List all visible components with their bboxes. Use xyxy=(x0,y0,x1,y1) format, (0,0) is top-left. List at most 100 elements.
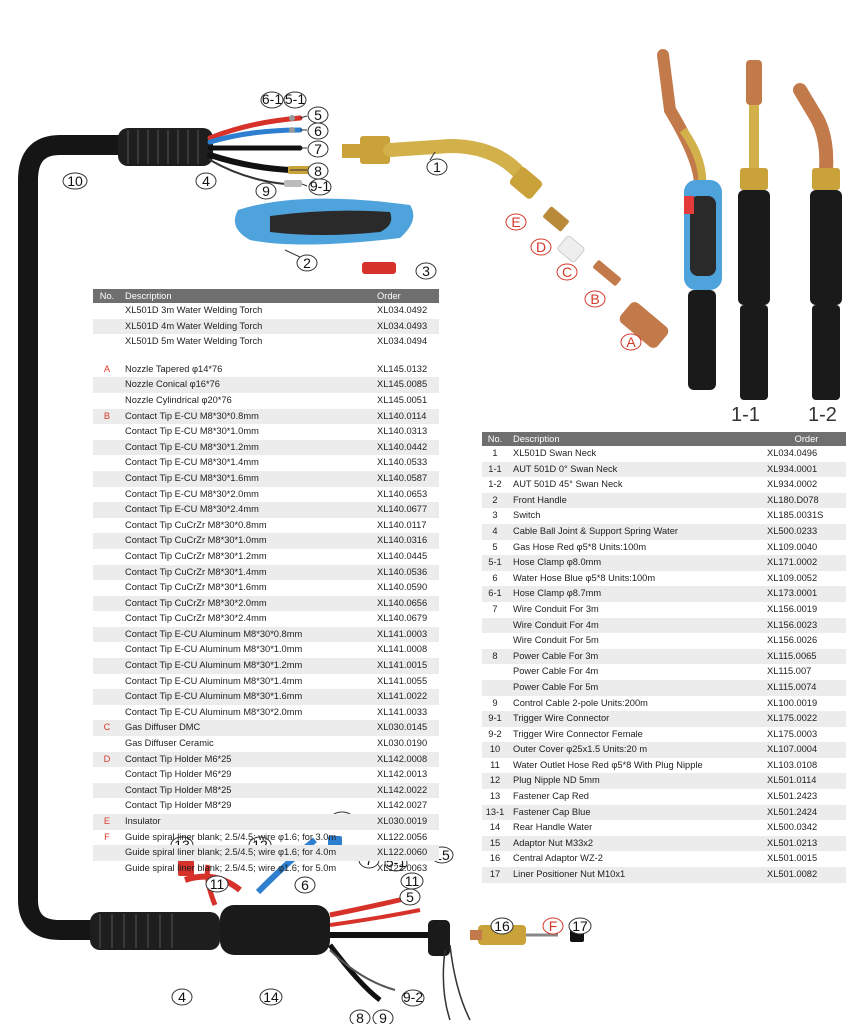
cell-no xyxy=(93,642,121,658)
svg-text:3: 3 xyxy=(422,263,430,279)
cell-order: XL501.0213 xyxy=(767,835,846,852)
svg-text:B: B xyxy=(590,291,599,307)
cell-no: 13-1 xyxy=(482,804,508,821)
cell-order: XL173.0001 xyxy=(767,586,846,602)
consumables-order-table: No. Description Order XL501D 3m Water We… xyxy=(93,289,439,876)
cell-order: XL142.0008 xyxy=(377,751,439,768)
cell-order: XL122.0063 xyxy=(377,862,428,873)
cell-no: D xyxy=(93,751,121,768)
callout-B: B xyxy=(584,290,606,308)
callout-17: 17 xyxy=(568,917,592,935)
cell-order: XL501.0082 xyxy=(767,867,846,883)
cell-description: Outer Cover φ25x1.5 Units:20 m xyxy=(508,742,767,758)
cell-description: Contact Tip Holder M8*29 xyxy=(125,800,232,811)
column-header-order: Order xyxy=(767,432,846,446)
callout-11-right: 11 xyxy=(400,872,424,890)
svg-text:9-2: 9-2 xyxy=(403,989,423,1005)
cell-order: XL115.007 xyxy=(767,666,812,677)
cell-description: Contact Tip CuCrZr M8*30*2.0mm xyxy=(121,595,377,612)
cell-order: XL171.0002 xyxy=(767,555,846,571)
callout-2: 2 xyxy=(296,254,318,272)
cell-description: Plug Nipple ND 5mm xyxy=(508,773,767,790)
cell-order: XL109.0052 xyxy=(767,572,818,583)
cell-no: B xyxy=(93,408,121,425)
table-spacer xyxy=(93,350,439,362)
svg-text:D: D xyxy=(536,239,546,255)
cell-description: Contact Tip CuCrZr M8*30*1.2mm xyxy=(125,550,267,561)
swan-neck-part xyxy=(342,136,543,199)
cell-description: Gas Diffuser DMC xyxy=(121,720,377,737)
cell-description: Contact Tip E-CU Aluminum M8*30*1.6mm xyxy=(121,689,377,705)
callout-9-bottom: 9 xyxy=(372,1009,394,1024)
cell-no xyxy=(482,679,508,696)
cell-no: C xyxy=(93,720,121,737)
cell-order: XL122.0056 xyxy=(377,831,428,842)
cell-order: XL030.0019 xyxy=(377,814,439,830)
cell-order: XL030.0145 xyxy=(377,720,439,737)
cell-order: XL185.0031S xyxy=(767,510,824,521)
callout-9-2: 9-2 xyxy=(401,989,425,1007)
cell-description: Cable Ball Joint & Support Spring Water xyxy=(508,523,767,540)
cell-no: 5 xyxy=(492,541,498,552)
consumables-parts xyxy=(543,206,669,348)
cell-no xyxy=(93,626,121,643)
cell-order: XL501.2423 xyxy=(767,791,818,802)
cell-description: Fastener Cap Blue xyxy=(508,804,767,821)
cell-no xyxy=(93,782,121,799)
cell-description: Contact Tip CuCrZr M8*30*0.8mm xyxy=(125,519,267,530)
cell-order: XL156.0023 xyxy=(767,617,846,634)
cell-order: XL140.0114 xyxy=(377,408,439,425)
cell-order: XL140.0442 xyxy=(377,439,439,456)
svg-text:C: C xyxy=(562,264,572,280)
cell-order: XL103.0108 xyxy=(767,759,818,770)
cell-description: Nozzle Conical φ16*76 xyxy=(121,377,377,393)
cell-no xyxy=(93,674,121,690)
cell-order: XL140.0536 xyxy=(377,564,439,581)
callout-A: A xyxy=(620,333,642,351)
callout-3: 3 xyxy=(415,262,437,280)
cell-order: XL501.0114 xyxy=(767,773,846,790)
cell-description: Fastener Cap Red xyxy=(513,791,589,802)
cell-description: Contact Tip CuCrZr M8*30*1.6mm xyxy=(125,582,267,593)
cell-description: Contact Tip E-CU M8*30*1.6mm xyxy=(121,470,377,487)
cell-order: XL934.0001 xyxy=(767,461,846,478)
cell-no xyxy=(93,533,121,549)
cell-description: Rear Handle Water xyxy=(513,822,593,833)
cell-no: 10 xyxy=(482,742,508,758)
cell-order: XL141.0055 xyxy=(377,675,428,686)
svg-text:8: 8 xyxy=(314,163,322,179)
cell-no xyxy=(93,393,121,409)
cell-no: 4 xyxy=(482,523,508,540)
cell-description: Power Cable For 3m xyxy=(508,648,767,665)
cell-no: 6-1 xyxy=(482,586,508,602)
cell-order: XL107.0004 xyxy=(767,742,846,758)
cell-description: Control Cable 2-pole Units:200m xyxy=(513,697,648,708)
svg-text:7: 7 xyxy=(314,141,322,157)
cell-no: 11 xyxy=(490,759,500,770)
cell-description: Contact Tip E-CU M8*30*1.4mm xyxy=(125,457,259,468)
cell-no: 9-1 xyxy=(482,711,508,727)
cell-description: Contact Tip Holder M6*29 xyxy=(125,769,232,780)
column-header-no: No. xyxy=(93,289,121,303)
cell-description: Wire Conduit For 3m xyxy=(513,603,599,614)
cell-no xyxy=(93,580,121,596)
svg-text:4: 4 xyxy=(202,173,210,189)
